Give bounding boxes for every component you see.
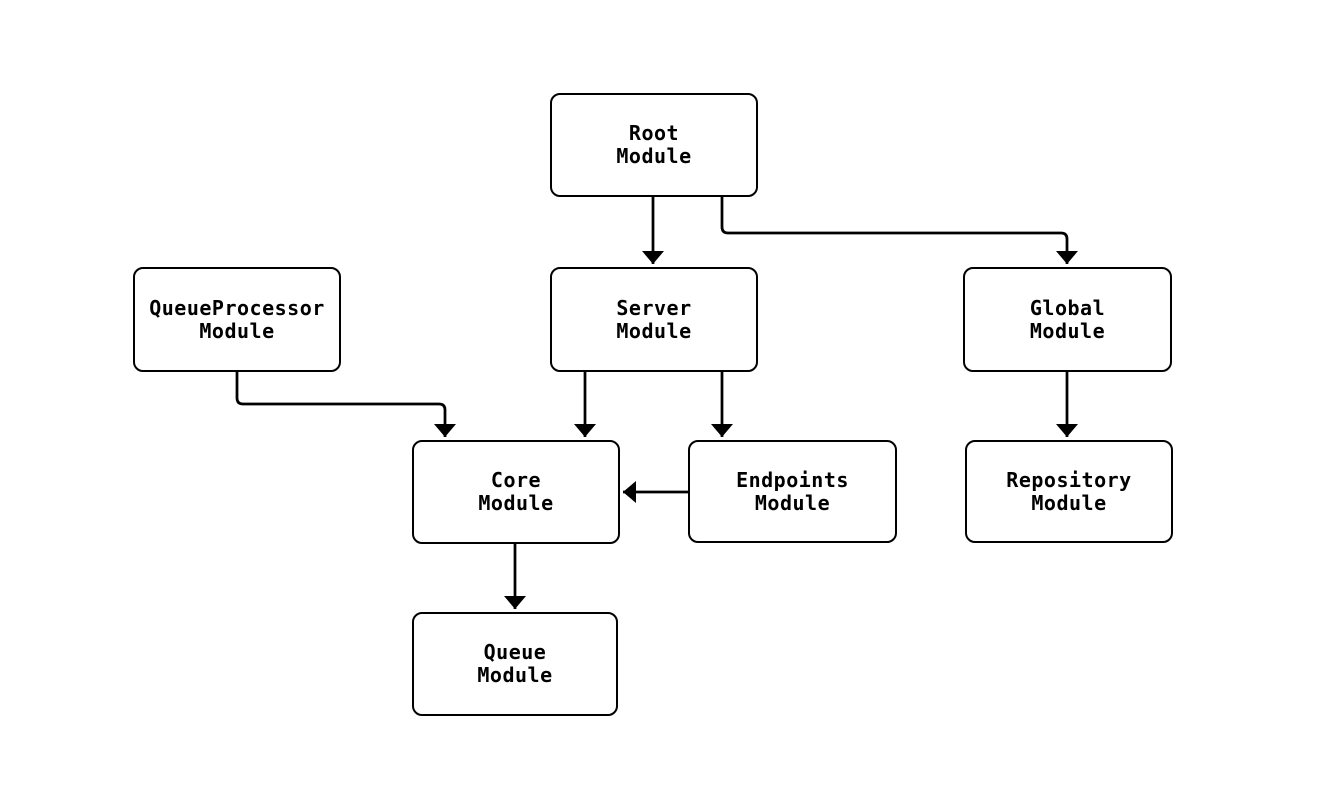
edge-queueprocessor-to-core [235, 372, 456, 437]
node-endpoints-label-line1: Endpoints [736, 467, 849, 492]
node-core-module: Core Module [412, 440, 620, 544]
node-root-label-line2: Module [616, 144, 692, 168]
node-server-label-line2: Module [616, 318, 692, 343]
edge-root-to-global [720, 197, 1078, 264]
node-repository-label-line2: Module [1031, 490, 1107, 515]
node-global-label-line2: Module [1029, 318, 1106, 343]
node-endpoints-label-line2: Module [754, 490, 831, 515]
node-root-label-line1: Root [628, 121, 680, 145]
node-repository-label-line1: Repository [1006, 467, 1132, 492]
node-queueprocessor-label-line2: Module [199, 318, 275, 343]
node-queue-label-line2: Module [477, 663, 553, 687]
node-global-label-line1: Global [1029, 295, 1106, 320]
node-global-module: Global Module [963, 267, 1172, 372]
node-server-module: Server Module [550, 267, 758, 372]
node-queueprocessor-module: QueueProcessor Module [133, 267, 341, 372]
node-endpoints-module: Endpoints Module [688, 440, 897, 543]
node-root-module: Root Module [550, 93, 758, 197]
node-queue-module: Queue Module [412, 612, 618, 716]
node-queueprocessor-label-line1: QueueProcessor [149, 295, 325, 320]
node-server-label-line1: Server [616, 295, 692, 320]
node-repository-module: Repository Module [965, 440, 1173, 543]
node-core-label-line1: Core [490, 468, 542, 492]
node-queue-label-line1: Queue [483, 640, 547, 664]
node-core-label-line2: Module [478, 491, 554, 515]
